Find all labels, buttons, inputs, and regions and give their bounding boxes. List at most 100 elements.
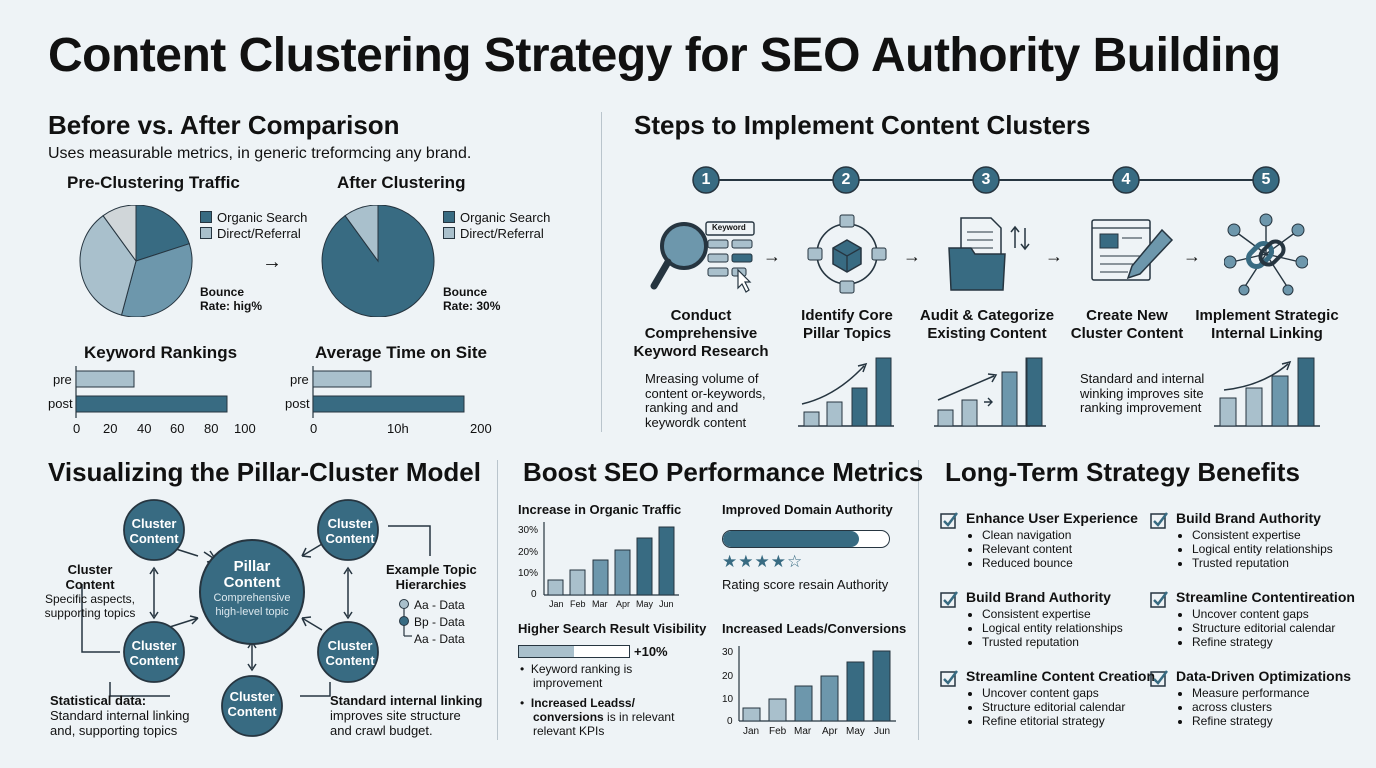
benefit-item: Build Brand Authority Consistent experti… bbox=[1150, 510, 1365, 570]
cluster-node bbox=[221, 675, 283, 737]
create-content-icon bbox=[1091, 219, 1174, 281]
pre-clustering-pie bbox=[79, 205, 193, 317]
cluster-label-line: Cluster bbox=[327, 638, 373, 653]
step-number: 4 bbox=[1121, 171, 1131, 188]
checkbox-icon bbox=[940, 512, 958, 529]
x-tick: Apr bbox=[822, 726, 838, 737]
note-title-line: Standard internal linking bbox=[330, 693, 483, 708]
comparison-heading: Before vs. After Comparison bbox=[48, 110, 400, 140]
pillar-sub-line: high-level topic bbox=[215, 606, 289, 618]
cluster-label-line: Cluster bbox=[131, 516, 177, 531]
hierarchy-dot bbox=[399, 616, 409, 626]
arrow-icon: → bbox=[1045, 246, 1063, 266]
note-body-line: Specific aspects, bbox=[44, 592, 136, 606]
bar bbox=[569, 569, 586, 596]
benefit-item: Enhance User Experience Clean navigation… bbox=[940, 510, 1140, 570]
progress-fill bbox=[519, 646, 574, 657]
cluster-label-line: Cluster bbox=[327, 516, 373, 531]
y-tick: 0 bbox=[727, 716, 733, 727]
cluster-label-line: Cluster bbox=[131, 638, 177, 653]
benefit-title: Build Brand Authority bbox=[966, 589, 1111, 605]
x-tick: Feb bbox=[769, 726, 787, 737]
audit-folder-icon bbox=[948, 217, 1030, 291]
legend-label: Organic Search bbox=[460, 209, 551, 225]
tick-label: 60 bbox=[170, 421, 185, 436]
benefit-item: Streamline Contentireation Uncover conte… bbox=[1150, 589, 1365, 649]
step-label-line: Existing Content bbox=[927, 325, 1047, 342]
benefit-bullet: Trusted reputation bbox=[1192, 556, 1365, 570]
pie-slice-direct bbox=[135, 205, 190, 262]
benefit-bullet: Consistent expertise bbox=[982, 607, 1140, 621]
legend-swatch bbox=[200, 227, 212, 239]
step-label-4: Create New Cluster Content bbox=[1047, 307, 1207, 343]
bar bbox=[742, 707, 761, 722]
bar-label-post: post bbox=[285, 396, 310, 411]
bounce-rate: Rate: hig% bbox=[200, 299, 263, 313]
y-tick: 30 bbox=[722, 647, 734, 658]
arrow-icon: → bbox=[763, 246, 781, 266]
leads-chart bbox=[738, 646, 896, 722]
note-body-line: supporting topics bbox=[44, 606, 136, 620]
legend-item: Direct/Referral bbox=[200, 225, 307, 241]
legend-swatch bbox=[443, 211, 455, 223]
pie-slice-direct bbox=[344, 205, 379, 263]
bar bbox=[846, 661, 865, 722]
legend-item: Organic Search bbox=[200, 209, 307, 225]
arrow-icon: → bbox=[903, 246, 921, 266]
bar bbox=[592, 559, 609, 596]
step-label-line: Conduct bbox=[670, 307, 732, 324]
pillar-label: Pillar Content Comprehensive high-level … bbox=[202, 559, 302, 619]
hierarchy-item: Aa - Data bbox=[414, 632, 465, 646]
pillar-topics-icon bbox=[807, 214, 887, 294]
domain-authority-title: Improved Domain Authority bbox=[722, 502, 893, 517]
x-tick: Jun bbox=[659, 599, 674, 609]
benefit-bullet: Clean navigation bbox=[982, 528, 1140, 542]
pillar-sub-line: Comprehensive bbox=[213, 592, 291, 604]
pie-slice-organic-a bbox=[120, 243, 193, 317]
benefit-title: Build Brand Authority bbox=[1176, 510, 1321, 526]
growth-chart-icon bbox=[798, 357, 894, 427]
benefit-bullet: Structure editorial calendar bbox=[1192, 621, 1365, 635]
benefit-bullets: Uncover content gaps Structure editorial… bbox=[1174, 607, 1365, 649]
step-circle bbox=[692, 166, 720, 194]
bounce-rate: Rate: 30% bbox=[443, 299, 501, 313]
linking-note: Standard internal linking improves site … bbox=[330, 693, 482, 738]
bullet-text: relevant KPIs bbox=[533, 724, 605, 738]
after-bounce-stat: Bounce Rate: 30% bbox=[443, 285, 500, 313]
progress-fill bbox=[723, 531, 860, 547]
pre-pie-legend: Organic Search Direct/Referral bbox=[200, 209, 307, 241]
keyword-rankings-title: Keyword Rankings bbox=[84, 343, 238, 362]
benefit-bullet: Refine strategy bbox=[1192, 714, 1365, 728]
metrics-heading: Boost SEO Performance Metrics bbox=[523, 457, 924, 487]
step-number: 2 bbox=[841, 171, 851, 188]
bar bbox=[768, 698, 787, 722]
legend-swatch bbox=[200, 211, 212, 223]
bounce-label: Bounce bbox=[443, 285, 488, 299]
step-label-line: Pillar Topics bbox=[802, 325, 892, 342]
bar-pre bbox=[75, 370, 135, 388]
hierarchy-note: Example Topic Hierarchies bbox=[386, 562, 477, 592]
step-number: 5 bbox=[1261, 171, 1271, 188]
cluster-node bbox=[317, 499, 379, 561]
bar bbox=[614, 549, 631, 596]
step-note-1: Mreasing volume of content or-keywords, … bbox=[645, 371, 766, 430]
step-circle bbox=[832, 166, 860, 194]
x-tick: Jun bbox=[874, 726, 891, 737]
visibility-bullet: • Increased Leadss/ conversions is in re… bbox=[520, 696, 675, 738]
benefit-title: Data-Driven Optimizations bbox=[1176, 668, 1352, 684]
tick-label: 100 bbox=[234, 421, 256, 436]
step-label-line: Internal Linking bbox=[1211, 325, 1323, 342]
x-tick: May bbox=[846, 726, 865, 737]
steps-timeline bbox=[692, 166, 1280, 194]
note-line: Mreasing volume of bbox=[645, 371, 759, 386]
y-tick: 10 bbox=[722, 694, 734, 705]
cluster-node bbox=[123, 499, 185, 561]
after-pie-legend: Organic Search Direct/Referral bbox=[443, 209, 550, 241]
note-body-line: Standard internal linking bbox=[50, 708, 190, 723]
note-line: Standard and internal bbox=[1080, 371, 1205, 386]
checkbox-icon bbox=[940, 591, 958, 608]
